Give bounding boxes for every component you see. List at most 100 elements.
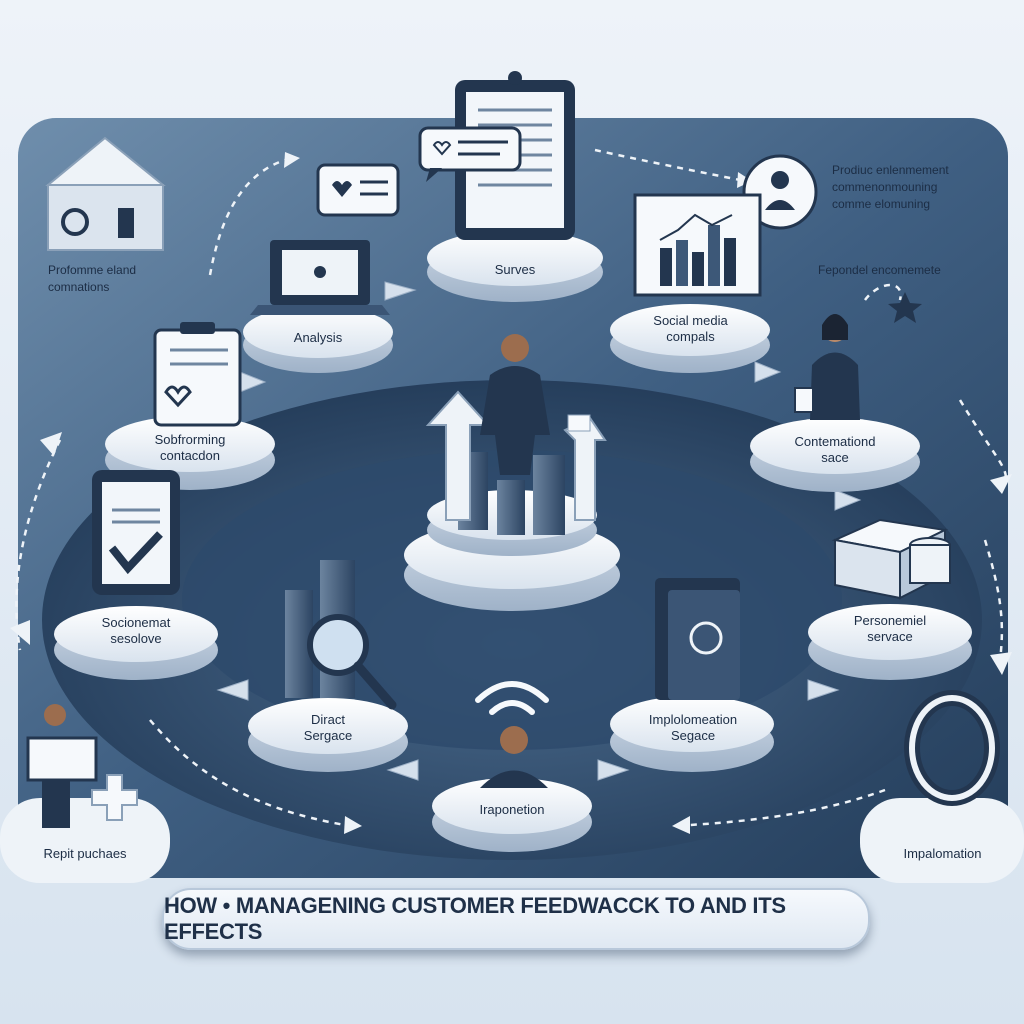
- title-text: HOW • MANAGENING CUSTOMER FEEDWACCK TO A…: [164, 893, 786, 944]
- station-connectors: [216, 281, 862, 781]
- woman-suit: [810, 352, 860, 420]
- coin-stack-body: [909, 544, 951, 584]
- connector-7: [807, 679, 840, 701]
- laptop-icon: [250, 240, 390, 315]
- wifi-arc-2: [489, 700, 535, 715]
- folder-arrow-icon: [689, 621, 723, 655]
- arrow-note-right: [864, 283, 902, 301]
- gear-icon: [61, 208, 89, 236]
- envelope-flap: [45, 136, 166, 186]
- ring-highlight: [909, 695, 995, 801]
- disc-personemiel: [808, 604, 972, 660]
- arrow-top-left: [208, 158, 286, 276]
- envelope-body: [47, 184, 164, 251]
- central-chart: [425, 390, 607, 535]
- wifi-icon: [475, 681, 549, 715]
- arrow-bottom-right: [689, 788, 886, 827]
- arrowhead-5: [990, 652, 1012, 675]
- form-clipboard-icon: [153, 322, 242, 427]
- chart-board-bar-4: [708, 225, 720, 286]
- arrow-right-bottom: [983, 539, 1004, 661]
- worker-head: [44, 704, 66, 726]
- star-icon: [888, 292, 922, 323]
- disc-analysis: [243, 306, 393, 358]
- label-contemation: Contemationd sace: [794, 434, 876, 465]
- label-personemiel: Personemiel servace: [853, 613, 927, 644]
- heart-card: [316, 163, 400, 217]
- panel-repit: [0, 798, 170, 883]
- magnifier-handle: [353, 661, 397, 710]
- chart-board-bar-1: [660, 248, 672, 286]
- magnifier-chart-icon: [285, 560, 397, 710]
- laptop-base: [250, 305, 390, 315]
- tool-icon: [118, 208, 134, 238]
- form-clipboard: [153, 328, 242, 427]
- plus-icon: [91, 774, 138, 821]
- folder-icon: [655, 578, 740, 700]
- woman-document: [794, 387, 814, 413]
- wifi-arc-1: [475, 681, 549, 703]
- form-heart-icon: [164, 385, 192, 408]
- connector-2: [754, 361, 782, 383]
- boxes-icon: [831, 518, 951, 600]
- arrowhead-3: [40, 432, 62, 456]
- arrowhead-8: [10, 620, 30, 645]
- heart-card-icon: [316, 163, 400, 217]
- connector-8: [834, 489, 862, 511]
- man-suit: [480, 366, 550, 475]
- note-top-right: Prodiuc enlenmement commenonmouning comm…: [832, 163, 949, 211]
- bar-chart-board-icon: [633, 193, 762, 297]
- arrowhead-1: [284, 152, 300, 168]
- speech-bubble-icon: [418, 126, 522, 182]
- clipboard-clip: [508, 71, 522, 85]
- label-iraponetion: Iraponetion: [479, 802, 545, 817]
- man-head: [501, 334, 529, 362]
- worker-board: [26, 736, 98, 782]
- station-discs: [54, 230, 972, 852]
- arrow-heads: [10, 152, 1012, 834]
- magnifier-icon: [307, 614, 369, 676]
- chart-board-bar-5: [724, 238, 736, 286]
- businessman-figure: [480, 334, 591, 475]
- panel-impalomation: [860, 798, 1024, 883]
- disc-contemation: [750, 418, 920, 474]
- laptop-sun-icon: [314, 266, 326, 278]
- businesswoman-figure: [794, 314, 860, 420]
- disc-sobfrorming: [105, 416, 275, 472]
- woman-hair: [822, 314, 848, 340]
- disc-socionemat: [54, 606, 218, 662]
- person-badge: [742, 154, 818, 230]
- label-implolomeation: Implolomeation Segace: [648, 712, 738, 743]
- check-icon: [108, 531, 163, 575]
- person-badge-circle: [742, 154, 818, 230]
- connector-6: [597, 759, 630, 781]
- envelope-card: [45, 136, 166, 251]
- chart-board-trend: [659, 213, 733, 241]
- worker-legs: [42, 780, 70, 828]
- speech-tail: [426, 168, 442, 182]
- checklist-phone-icon: [92, 470, 180, 595]
- label-socionemat: Socionemat sesolove: [101, 615, 171, 646]
- central-bar-2: [497, 480, 525, 535]
- arrowhead-6: [344, 816, 362, 834]
- central-bar-3: [533, 455, 565, 535]
- label-analysis: Analysis: [293, 330, 343, 345]
- label-sobfrorming: Sobfrorming contacdon: [154, 432, 226, 463]
- presenter-figure: [480, 726, 548, 788]
- folder-front: [668, 590, 740, 700]
- connector-4: [216, 679, 249, 701]
- label-repit-puchaes: Repit puchaes: [43, 846, 127, 861]
- disc-implolomeation: [610, 696, 774, 752]
- connector-1: [384, 281, 417, 301]
- label-diract: Diract Sergace: [303, 712, 353, 743]
- phone-screen: [102, 482, 170, 584]
- chart-board-bar-2: [676, 240, 688, 286]
- note-right-mid: Fepondel encomemete: [818, 263, 941, 277]
- disc-diract: [248, 698, 408, 754]
- speech-bubble: [418, 126, 522, 172]
- arrowhead-4: [990, 474, 1012, 494]
- person-head-icon: [771, 171, 789, 189]
- heart-icon: [432, 141, 452, 156]
